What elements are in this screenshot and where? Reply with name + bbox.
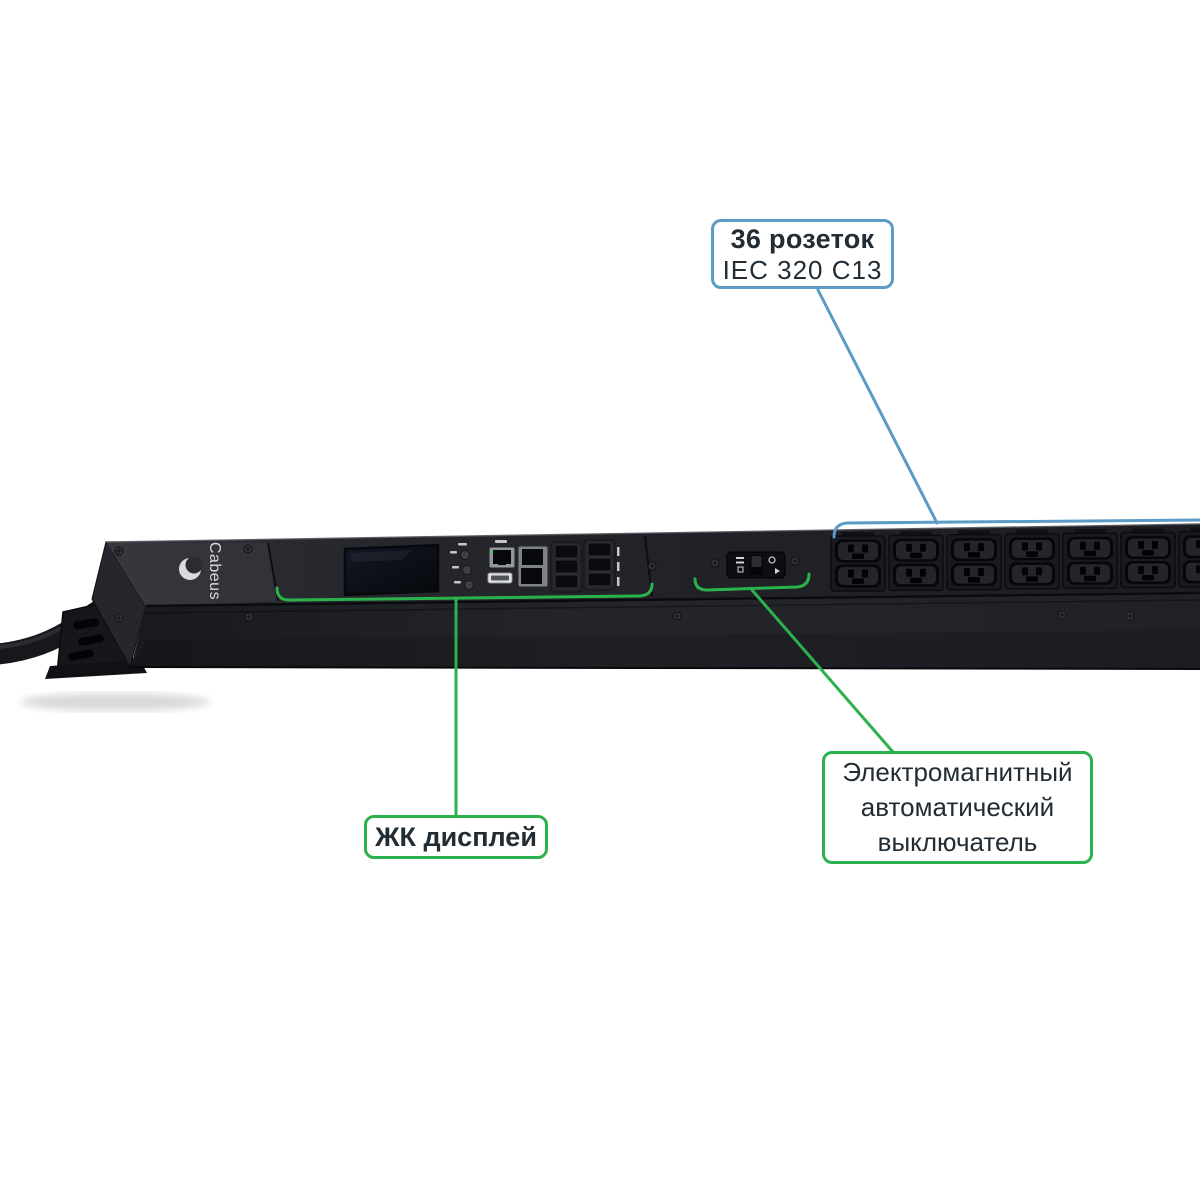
bracket-lcd	[275, 582, 654, 602]
brand-logo: Cabeus	[179, 542, 223, 600]
outlet-block	[1063, 529, 1117, 588]
outlet-block	[1179, 528, 1200, 587]
callout-breaker-label: Электромагнитный автоматический выключат…	[842, 757, 1073, 857]
device-shadow	[20, 693, 210, 711]
pdu-front-face	[131, 594, 1200, 669]
circuit-breaker-switch	[710, 551, 800, 579]
outlet-block	[1121, 529, 1175, 588]
lcd-screen	[343, 543, 440, 597]
leader-line-outlets	[816, 288, 939, 525]
outlet-block	[831, 532, 885, 591]
control-buttons	[450, 543, 474, 590]
outlet-block	[947, 531, 1001, 590]
usb-port	[487, 572, 513, 584]
callout-outlets: 36 розеток IEC 320 C13	[711, 219, 894, 289]
sensor-ports	[550, 539, 620, 593]
callout-lcd-display: ЖК дисплей	[364, 815, 548, 859]
outlet-block	[889, 531, 943, 590]
bracket-outlets	[832, 518, 1200, 539]
bracket-breaker	[693, 572, 811, 592]
brand-logo-text: Cabeus	[206, 542, 223, 600]
leader-line-breaker	[750, 588, 895, 754]
breaker-rocker	[751, 556, 762, 567]
lan-port	[488, 540, 516, 569]
callout-outlets-title: 36 розеток	[730, 223, 875, 254]
outlet-block	[1005, 530, 1059, 589]
callout-outlets-subtitle: IEC 320 C13	[722, 254, 883, 285]
lan-led	[489, 550, 494, 554]
callout-lcd-label: ЖК дисплей	[375, 822, 537, 852]
callout-circuit-breaker: Электромагнитный автоматический выключат…	[822, 751, 1093, 864]
rs485-ports	[517, 545, 549, 588]
